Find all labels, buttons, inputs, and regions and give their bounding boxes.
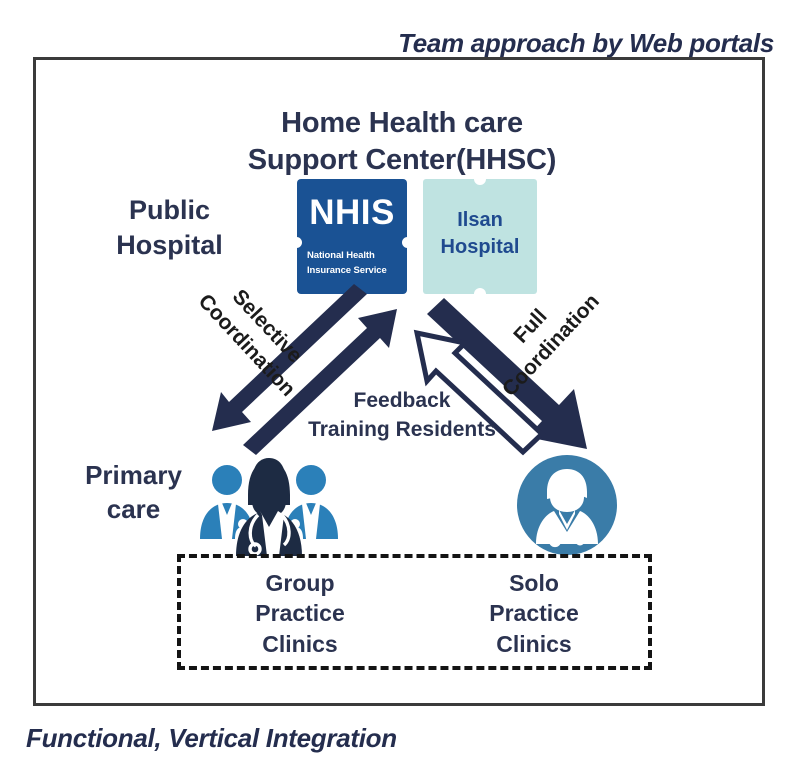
logo-row: NHIS National Health Insurance Service I… [291, 173, 537, 300]
ilsan-hospital-label: Ilsan Hospital [423, 207, 537, 261]
group-clinics-line3: Clinics [262, 630, 338, 657]
nhis-notch-left-icon [291, 237, 302, 248]
public-hospital-line1: Public [128, 195, 210, 225]
hhsc-title-line1: Home Health care [281, 107, 523, 139]
bottom-caption: Functional, Vertical Integration [26, 723, 397, 753]
solo-practice-clinics-label: Solo Practice Clinics [449, 568, 619, 659]
ilsan-notch-top-icon [474, 173, 486, 185]
nhis-notch-right-icon [402, 237, 413, 248]
nhis-subtitle: National Health Insurance Service [307, 249, 387, 278]
primary-care-label: Primary care [56, 459, 211, 527]
nhis-subtitle-line1: National Health [307, 250, 375, 261]
ilsan-label-line1: Ilsan [457, 209, 503, 231]
solo-clinics-line2: Practice [489, 600, 579, 627]
diagram-frame: Home Health care Support Center(HHSC) NH… [33, 57, 765, 706]
group-practice-clinics-label: Group Practice Clinics [215, 568, 385, 659]
group-clinics-line1: Group [265, 570, 335, 596]
ilsan-label-line2: Hospital [440, 236, 520, 258]
primary-care-line2: care [106, 493, 161, 524]
public-hospital-line2: Hospital [116, 230, 223, 261]
feedback-training-label: Feedback Training Residents [292, 387, 512, 445]
nhis-logo-card: NHIS National Health Insurance Service [291, 179, 413, 294]
group-clinics-line2: Practice [255, 600, 345, 627]
clinics-dashed-box: Group Practice Clinics Solo Practice Cli… [177, 554, 652, 670]
nhis-acronym: NHIS [309, 193, 395, 232]
hhsc-title-line2: Support Center(HHSC) [247, 144, 557, 177]
nhis-subtitle-line2: Insurance Service [307, 264, 387, 276]
primary-care-line1: Primary [85, 460, 182, 490]
ilsan-notch-bottom-icon [474, 288, 486, 300]
top-caption: Team approach by Web portals [398, 28, 774, 58]
feedback-label-line1: Feedback [353, 389, 451, 412]
solo-clinics-line3: Clinics [496, 630, 572, 657]
feedback-label-line2: Training Residents [308, 417, 496, 441]
ilsan-hospital-card: Ilsan Hospital [423, 173, 537, 300]
single-doctor-circle-icon [517, 455, 617, 555]
public-hospital-label: Public Hospital [62, 193, 277, 263]
hhsc-title: Home Health care Support Center(HHSC) [36, 105, 768, 180]
group-of-doctors-icon [200, 458, 338, 556]
solo-clinics-line1: Solo [509, 570, 559, 596]
